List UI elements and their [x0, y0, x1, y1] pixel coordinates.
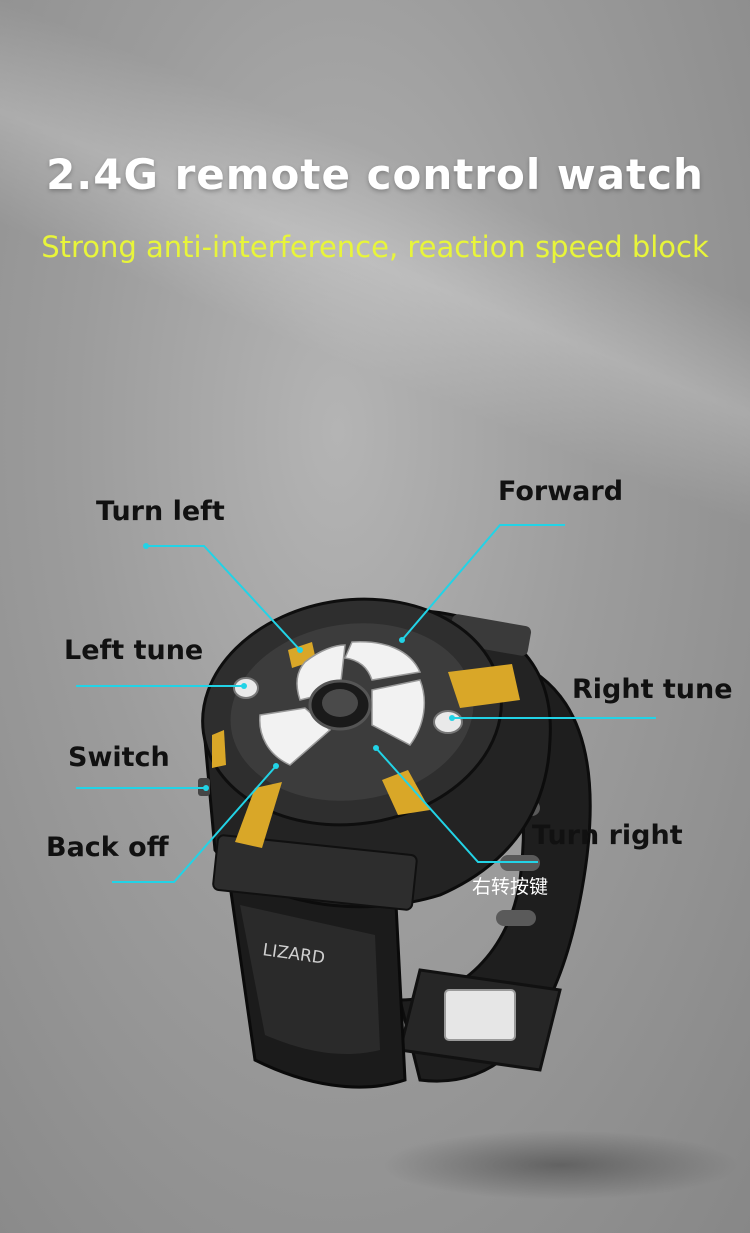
center-dial-cap [322, 689, 358, 717]
callout-back-off [112, 765, 277, 883]
label-turn-right: Turn right [532, 820, 683, 851]
callout-turn-left [146, 545, 301, 651]
callout-turn-right [375, 747, 538, 863]
back-off-button [259, 707, 332, 766]
callout-lines [76, 524, 656, 883]
label-switch: Switch [68, 742, 170, 773]
right-tune-knob [433, 710, 463, 734]
gold-accent [212, 730, 226, 768]
headline: 2.4G remote control watch [46, 150, 704, 199]
gold-accent [382, 770, 430, 815]
callout-forward [401, 524, 565, 641]
label-turn-left: Turn left [96, 496, 225, 527]
gold-accent [448, 664, 520, 708]
callout-dots [143, 543, 455, 791]
label-left-tune: Left tune [64, 635, 204, 666]
label-forward: Forward [498, 476, 624, 507]
label-right-tune: Right tune [572, 674, 733, 705]
strap-buckle-pin [444, 989, 516, 1041]
strap-front-panel [240, 905, 380, 1055]
case-lower-block [212, 834, 418, 911]
label-turn-right-cn: 右转按键 [472, 876, 549, 898]
floor-shadow [380, 1130, 740, 1200]
subheadline: Strong anti-interference, reaction speed… [41, 230, 709, 264]
forward-button [343, 641, 422, 681]
label-back-off: Back off [46, 832, 169, 863]
turn-right-button [371, 679, 426, 746]
gold-accent [235, 782, 282, 848]
strap-hole [496, 910, 536, 926]
